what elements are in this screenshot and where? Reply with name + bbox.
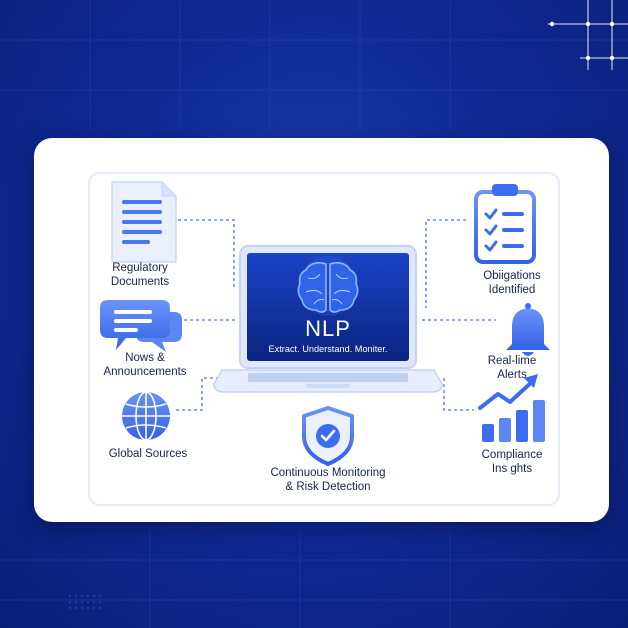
document-icon	[111, 181, 177, 263]
label-obligations-identified: Obiigations Identified	[483, 270, 541, 296]
checklist-icon	[474, 184, 536, 264]
label-continuous-monitoring: Continuous Monitoring & Risk Detection	[270, 467, 386, 493]
nlp-title: NLP	[305, 316, 351, 341]
laptop-screen	[247, 253, 409, 361]
label-real-time-alerts: Real-lime Alerts	[487, 355, 537, 381]
label-compliance-insights: Compliance Ins ghts	[481, 449, 543, 475]
label-global-sources: Global Sources	[108, 448, 188, 460]
keyboard	[248, 373, 408, 382]
label-news-announcements: Nows & Announcements	[103, 352, 187, 378]
connector-insights	[443, 378, 474, 411]
globe-icon	[122, 391, 170, 441]
diagram-frame	[88, 172, 560, 506]
laptop	[213, 245, 443, 393]
brain-icon	[297, 256, 359, 316]
shield-check-icon	[302, 406, 354, 466]
connector-documents	[172, 219, 235, 288]
sparkle-grid	[548, 0, 628, 70]
diagram-card: NLP Extract. Understand. Moniter. Regula…	[34, 138, 609, 522]
nlp-subtitle: Extract. Understand. Moniter.	[268, 344, 388, 354]
connector-obligations	[425, 219, 466, 308]
label-regulatory-documents: Regulatory Documents	[110, 262, 170, 288]
chat-bubbles-icon	[100, 300, 182, 352]
diagram-graphics	[100, 181, 550, 466]
bell-icon	[506, 303, 550, 356]
bar-chart-trend-icon	[478, 374, 545, 442]
trackpad	[306, 384, 350, 388]
